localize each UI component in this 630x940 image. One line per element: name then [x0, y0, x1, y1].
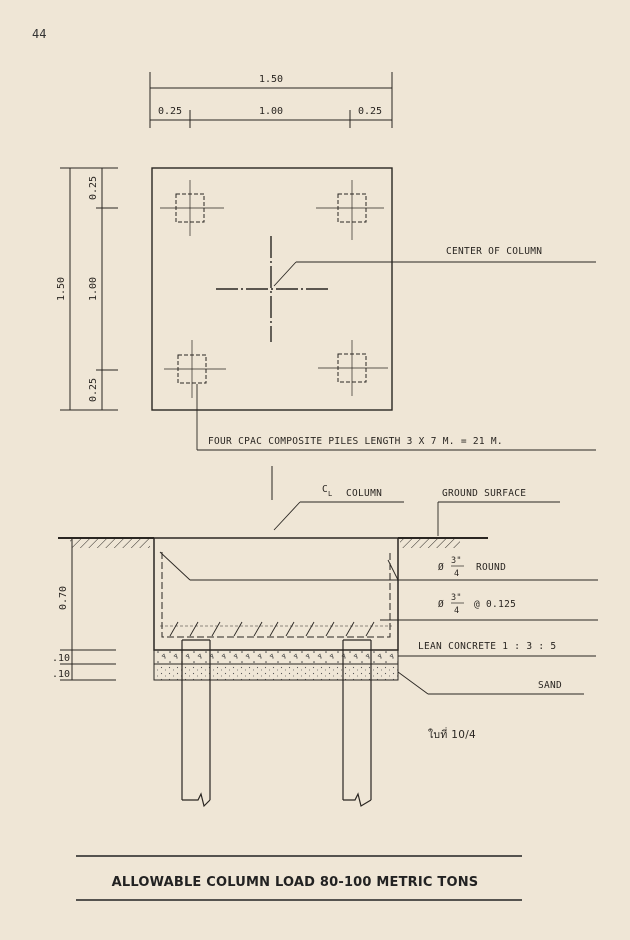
section-dim-depth: 0.70 [58, 586, 69, 610]
top-dim-right: 0.25 [358, 106, 382, 117]
footing-plan-outline [151, 167, 393, 411]
pile-plan-top-right [316, 180, 384, 240]
lean-concrete-layer [153, 649, 399, 665]
ground-left [58, 537, 154, 548]
left-dim-overall: 1.50 [56, 277, 67, 301]
spacing-bar-fraction-den: 4 [454, 606, 459, 616]
section-dim-lean: .10 [52, 653, 70, 664]
top-dim-overall: 1.50 [259, 74, 283, 85]
bottom-bars [160, 621, 392, 637]
sand-leader [397, 671, 584, 695]
round-bar-dia-symbol: Ø [438, 562, 444, 573]
rebar-cage [161, 552, 391, 638]
caption: ALLOWABLE COLUMN LOAD 80-100 METRIC TONS [112, 875, 479, 890]
spacing-label: @ 0.125 [474, 599, 516, 610]
pile-section-left [181, 639, 211, 808]
section-dimensions [60, 538, 116, 681]
cl-symbol: C [322, 484, 328, 495]
pile-plan-bottom-right [318, 340, 388, 396]
sheet-reference: ใบที่ 10/4 [428, 727, 476, 741]
section-dim-sand: .10 [52, 669, 70, 680]
top-dim-left: 0.25 [158, 106, 182, 117]
cl-column-leader [273, 501, 404, 531]
ground-right [398, 537, 488, 548]
sand-layer [153, 663, 399, 681]
left-dimensions [60, 167, 118, 411]
piles-label: FOUR CPAC COMPOSITE PILES LENGTH 3 X 7 M… [208, 436, 503, 447]
footing-section [153, 537, 399, 651]
sand-label: SAND [538, 680, 562, 691]
column-center-mark [216, 236, 330, 342]
pile-plan-bottom-left [164, 340, 226, 398]
pile-plan-top-left [160, 180, 224, 236]
ground-surface-leader [437, 501, 560, 536]
round-bar-leader [159, 551, 598, 581]
left-dim-bottom: 0.25 [88, 378, 99, 402]
round-bar-label: ROUND [476, 562, 506, 573]
top-dim-middle: 1.00 [259, 106, 283, 117]
pile-section-right [342, 639, 372, 807]
page-number: 44 [32, 27, 46, 41]
piles-leader [196, 384, 596, 451]
top-dimensions [149, 72, 393, 128]
round-bar-fraction-num: 3" [451, 556, 462, 566]
spacing-bar-dia-symbol: Ø [438, 599, 444, 610]
center-of-column-label: CENTER OF COLUMN [446, 246, 542, 257]
left-dim-top: 0.25 [88, 176, 99, 200]
lean-concrete-label: LEAN CONCRETE 1 : 3 : 5 [418, 641, 556, 652]
cl-subscript: L [328, 490, 333, 498]
cl-column-label: COLUMN [346, 488, 382, 499]
round-bar-fraction-den: 4 [454, 569, 459, 579]
center-of-column-leader [273, 261, 596, 287]
spacing-bar-fraction-num: 3" [451, 593, 462, 603]
left-dim-middle: 1.00 [88, 277, 99, 301]
ground-surface-label: GROUND SURFACE [442, 488, 526, 499]
